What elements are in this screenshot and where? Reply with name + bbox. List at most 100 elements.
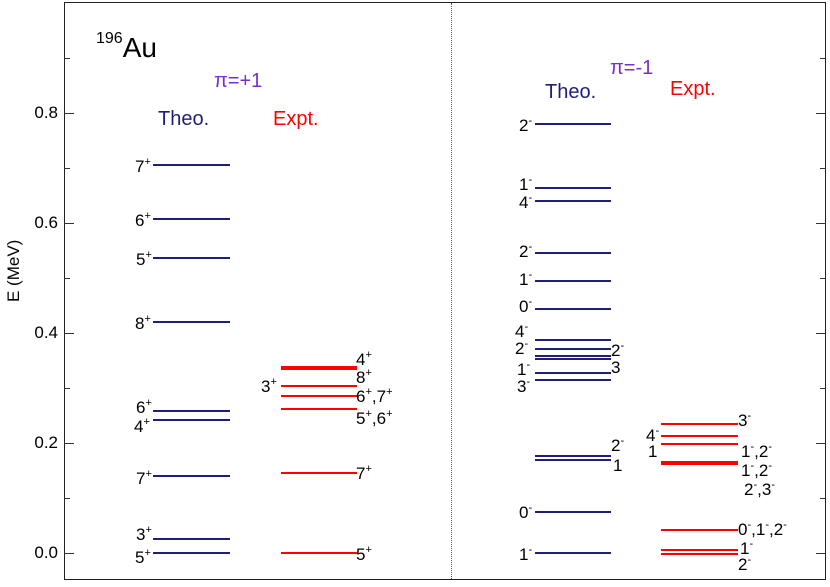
spin-label: 6+ bbox=[135, 210, 151, 230]
ytick-minor-right bbox=[820, 388, 826, 389]
spin-label: 3+ bbox=[136, 524, 152, 544]
expt-level bbox=[281, 552, 357, 554]
spin-label: 5+ bbox=[135, 547, 151, 567]
spin-label: 2- bbox=[519, 241, 533, 261]
ytick-minor-right bbox=[820, 58, 826, 59]
theo-level bbox=[153, 475, 230, 477]
element-symbol: Au bbox=[122, 32, 157, 63]
spin-label: 3+ bbox=[261, 376, 277, 396]
mass-number: 196 bbox=[96, 30, 123, 47]
expt-level-thick bbox=[281, 366, 357, 370]
theo-level bbox=[535, 348, 611, 350]
spin-label: 8+ bbox=[356, 367, 372, 387]
spin-label: 0- bbox=[519, 296, 533, 316]
spin-label: 1-,2- bbox=[741, 441, 773, 461]
ytick-major bbox=[64, 553, 74, 554]
spin-label: 7+ bbox=[356, 463, 372, 483]
spin-label: 1 bbox=[613, 456, 623, 475]
spin-label: 2-,3- bbox=[744, 479, 776, 499]
ytick-minor bbox=[64, 58, 70, 59]
spin-label: 1-,2- bbox=[741, 460, 773, 480]
expt-level bbox=[661, 423, 738, 425]
theo-level bbox=[153, 410, 230, 412]
ytick-major bbox=[64, 443, 74, 444]
ytick-major bbox=[64, 223, 74, 224]
expt-level bbox=[281, 395, 357, 397]
theo-header-negative: Theo. bbox=[545, 81, 597, 103]
expt-level bbox=[661, 435, 738, 437]
theo-level bbox=[535, 355, 611, 357]
expt-level bbox=[661, 553, 738, 555]
spin-label: 6+ bbox=[136, 397, 152, 417]
spin-label: 3- bbox=[738, 410, 752, 430]
spin-label: 4- bbox=[515, 321, 529, 341]
spin-label: 4+ bbox=[134, 416, 150, 436]
theo-level bbox=[535, 358, 611, 360]
spin-label: 2- bbox=[611, 435, 625, 455]
spin-label: 6+,7+ bbox=[356, 386, 393, 406]
ytick-major-right bbox=[816, 113, 826, 114]
expt-level bbox=[281, 408, 357, 410]
spin-label: 5+ bbox=[356, 544, 372, 564]
ytick-label: 0.8 bbox=[34, 103, 58, 122]
theo-level bbox=[153, 218, 230, 220]
theo-header-positive: Theo. bbox=[158, 108, 210, 130]
ytick-minor-right bbox=[820, 278, 826, 279]
expt-level bbox=[281, 472, 357, 474]
spin-label: 1- bbox=[519, 544, 533, 564]
ytick-minor bbox=[64, 498, 70, 499]
theo-level bbox=[153, 419, 230, 421]
expt-level bbox=[661, 443, 738, 445]
spin-label: 4+ bbox=[356, 349, 372, 369]
plot-frame bbox=[64, 2, 826, 580]
ytick-label: 0.2 bbox=[34, 433, 58, 452]
parity-divider bbox=[451, 3, 452, 579]
ytick-major-right bbox=[816, 223, 826, 224]
ytick-minor-right bbox=[820, 168, 826, 169]
theo-level bbox=[535, 459, 611, 461]
spin-label: 2- bbox=[611, 340, 625, 360]
theo-level bbox=[535, 200, 611, 202]
theo-level bbox=[535, 308, 611, 310]
nucleus-label: 196Au bbox=[96, 30, 157, 64]
theo-level bbox=[535, 511, 611, 513]
theo-level bbox=[153, 321, 230, 323]
ytick-major bbox=[64, 113, 74, 114]
ytick-major-right bbox=[816, 333, 826, 334]
spin-label: 3- bbox=[517, 376, 531, 396]
expt-level bbox=[281, 385, 357, 387]
spin-label: 7+ bbox=[135, 156, 151, 176]
spin-label: 4- bbox=[646, 425, 660, 445]
ytick-label: 0.4 bbox=[34, 323, 58, 342]
theo-level bbox=[535, 123, 611, 125]
spin-label: 8+ bbox=[135, 313, 151, 333]
spin-label: 2- bbox=[738, 554, 752, 574]
spin-label: 5+,6+ bbox=[356, 408, 393, 428]
ytick-minor bbox=[64, 388, 70, 389]
ytick-major bbox=[64, 333, 74, 334]
expt-header-positive: Expt. bbox=[273, 108, 319, 130]
spin-label: 7+ bbox=[136, 468, 152, 488]
theo-level bbox=[535, 372, 611, 374]
ytick-label: 0.0 bbox=[34, 543, 58, 562]
theo-level bbox=[535, 280, 611, 282]
ytick-major-right bbox=[816, 443, 826, 444]
spin-label: 0- bbox=[519, 502, 533, 522]
theo-level bbox=[153, 257, 230, 259]
spin-label: 1- bbox=[740, 538, 754, 558]
spin-label: 1- bbox=[517, 359, 531, 379]
spin-label: 5+ bbox=[136, 249, 152, 269]
theo-level bbox=[535, 187, 611, 189]
spin-label: 3 bbox=[611, 358, 621, 377]
parity-positive-label: π=+1 bbox=[214, 70, 263, 92]
spin-label: 1- bbox=[519, 174, 533, 194]
spin-label: 0-,1-,2- bbox=[738, 519, 787, 539]
ytick-minor-right bbox=[820, 498, 826, 499]
spin-label: 2- bbox=[515, 338, 529, 358]
theo-level bbox=[535, 379, 611, 381]
theo-level bbox=[153, 538, 230, 540]
theo-level bbox=[535, 252, 611, 254]
expt-level bbox=[661, 529, 738, 531]
y-axis-label: E (MeV) bbox=[4, 239, 23, 302]
